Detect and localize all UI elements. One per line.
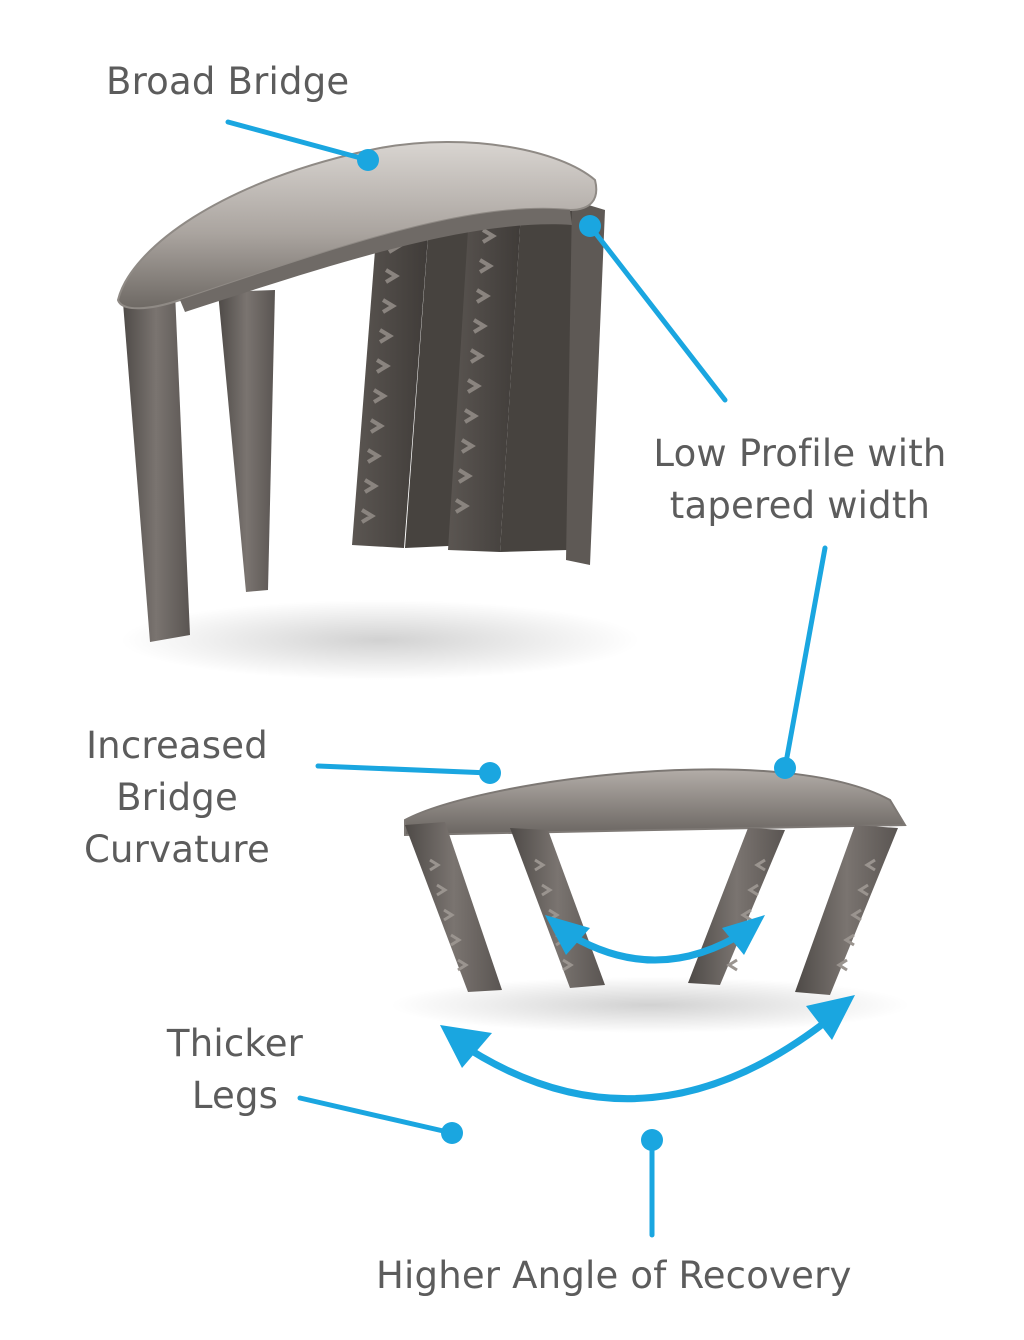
staple-bottom-leg-1 bbox=[405, 822, 502, 992]
low-profile-top-leader bbox=[587, 223, 728, 403]
low-profile-line-1: Low Profile with bbox=[653, 432, 947, 475]
thicker-legs-line-1: Thicker bbox=[166, 1022, 304, 1065]
label-increased-curvature: Increased Bridge Curvature bbox=[64, 720, 290, 876]
inner-arrowhead-right bbox=[722, 915, 765, 955]
staple-bottom-bridge bbox=[404, 768, 907, 837]
label-thicker-legs: Thicker Legs bbox=[150, 1018, 320, 1122]
staple-top-front-legs bbox=[122, 200, 605, 642]
outer-arrowhead-left bbox=[440, 1025, 492, 1068]
thicker-legs-dot bbox=[441, 1122, 463, 1144]
low-profile-bottom-leader bbox=[782, 545, 828, 771]
staple-bottom-leg-2 bbox=[510, 828, 605, 988]
thicker-legs-leader bbox=[297, 1095, 455, 1136]
low-profile-bottom-dot bbox=[774, 757, 796, 779]
low-profile-top-dot bbox=[579, 215, 601, 237]
curvature-line-1: Increased bbox=[86, 724, 268, 767]
outer-arrowhead-right bbox=[806, 995, 855, 1040]
outer-recovery-arc bbox=[453, 1009, 841, 1103]
staple-bottom-front-view bbox=[390, 768, 910, 1033]
staple-top-back-legs bbox=[352, 190, 590, 552]
inner-recovery-arc bbox=[560, 927, 750, 964]
curvature-line-2: Bridge bbox=[116, 776, 238, 819]
staple-top-isometric bbox=[116, 141, 640, 680]
thicker-legs-line-2: Legs bbox=[191, 1074, 279, 1117]
curvature-line-3: Curvature bbox=[84, 828, 270, 871]
callout-lines bbox=[225, 119, 828, 1238]
broad-bridge-dot bbox=[357, 149, 379, 171]
label-higher-angle: Higher Angle of Recovery bbox=[376, 1254, 852, 1297]
curvature-dot bbox=[479, 762, 501, 784]
label-broad-bridge: Broad Bridge bbox=[106, 60, 350, 103]
recovery-arrowheads bbox=[440, 915, 855, 1068]
label-low-profile: Low Profile with tapered width bbox=[636, 428, 964, 532]
curvature-leader bbox=[315, 763, 493, 776]
broad-bridge-leader bbox=[225, 119, 371, 163]
inner-arrowhead-left bbox=[545, 915, 590, 955]
angle-dot bbox=[641, 1129, 663, 1151]
low-profile-line-2: tapered width bbox=[669, 484, 931, 527]
recovery-arrows bbox=[453, 927, 841, 1103]
